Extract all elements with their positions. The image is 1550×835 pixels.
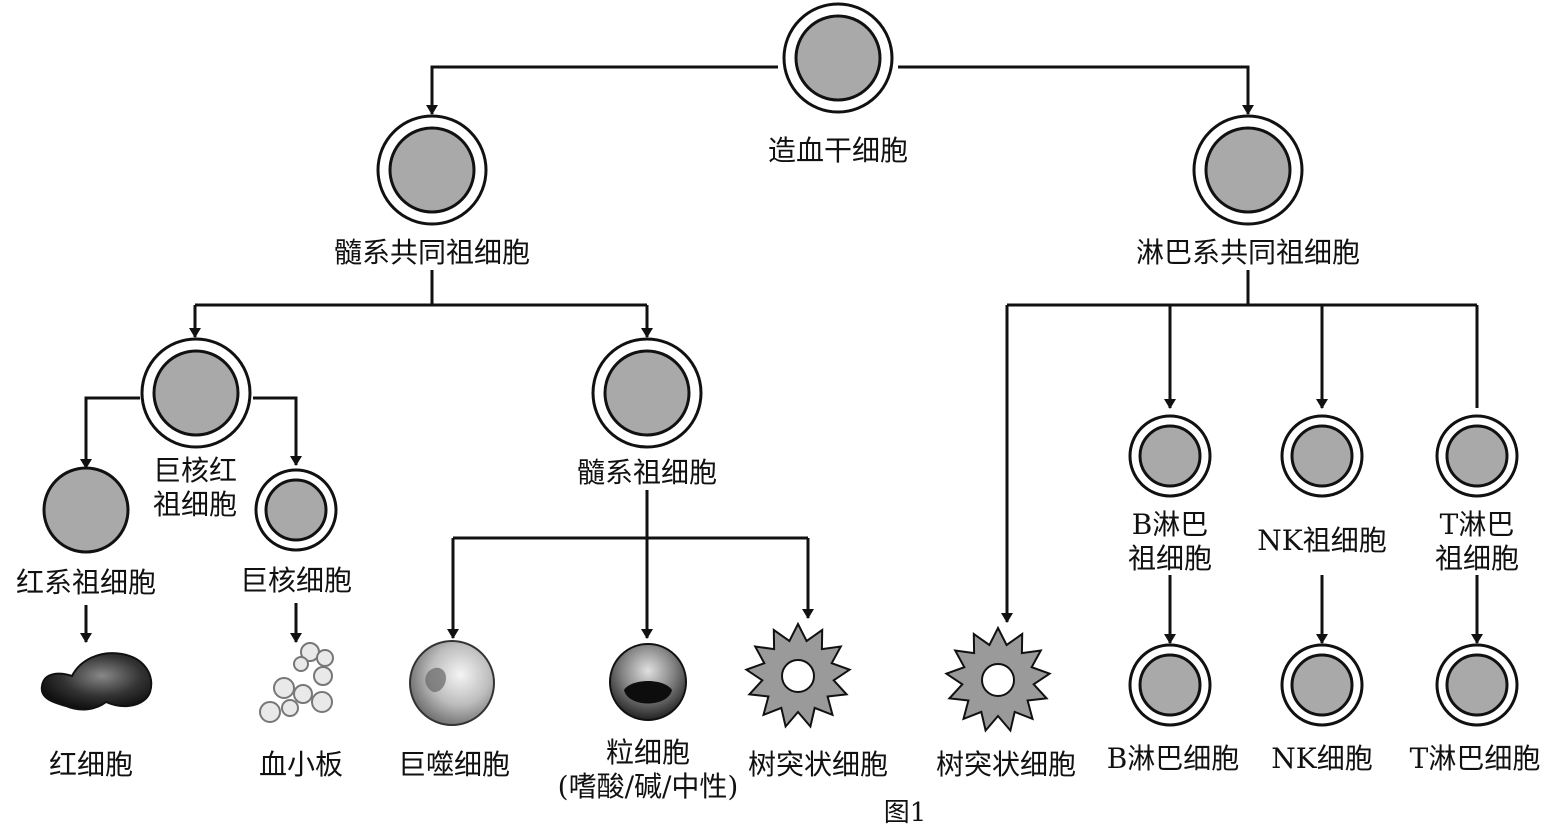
label-mep: 巨核红 祖细胞 xyxy=(152,454,237,521)
label-red-blood-cell: 红细胞 xyxy=(48,748,133,781)
label-nk-progenitor: NK祖细胞 xyxy=(1257,524,1387,557)
label-b-cell: B淋巴细胞 xyxy=(1106,742,1240,775)
granulocyte-image xyxy=(609,643,687,721)
arrow-hsc-to-myeloid xyxy=(426,65,778,115)
arrow-to-mep xyxy=(195,303,647,337)
dendritic-cell-myeloid-image xyxy=(744,621,852,729)
label-macrophage: 巨噬细胞 xyxy=(397,748,510,781)
arrow-to-erythroid-progenitor xyxy=(80,396,140,469)
label-myeloid-progenitor: 髓系祖细胞 xyxy=(576,456,717,489)
nk-progenitor-cell xyxy=(1280,414,1364,498)
arrow-hsc-to-lymphoid xyxy=(898,65,1254,115)
t-cell xyxy=(1435,643,1519,727)
figure-caption: 图1 xyxy=(883,798,927,828)
lymphoid-common-cell xyxy=(1192,114,1304,226)
label-t-progenitor: T淋巴 祖细胞 xyxy=(1434,508,1519,575)
connector-lines xyxy=(80,65,1483,643)
label-t-cell: T淋巴细胞 xyxy=(1409,742,1541,775)
nk-cell xyxy=(1280,643,1364,727)
myeloid-common-cell xyxy=(376,114,488,226)
arrow-to-megakaryocyte xyxy=(253,396,302,466)
label-dendritic-myeloid: 树突状细胞 xyxy=(747,748,888,781)
label-nk-cell: NK细胞 xyxy=(1271,742,1373,775)
myeloid-progenitor-cell xyxy=(591,337,703,449)
arrow-to-macrophage xyxy=(453,536,808,638)
label-megakaryocyte: 巨核细胞 xyxy=(239,564,352,597)
label-erythroid-progenitor: 红系祖细胞 xyxy=(15,566,156,599)
red-blood-cell-image xyxy=(40,652,153,711)
hsc-cell xyxy=(782,2,894,114)
megakaryocyte-cell xyxy=(254,468,338,552)
label-hsc: 造血干细胞 xyxy=(767,134,908,167)
platelet-image xyxy=(259,642,334,723)
label-dendritic-lymphoid: 树突状细胞 xyxy=(935,748,1076,781)
label-b-progenitor: B淋巴 祖细胞 xyxy=(1127,508,1212,575)
b-cell xyxy=(1128,643,1212,727)
label-lymphoid-common: 淋巴系共同祖细胞 xyxy=(1135,236,1360,269)
b-progenitor-cell xyxy=(1128,414,1212,498)
label-myeloid-common: 髓系共同祖细胞 xyxy=(333,236,530,269)
t-progenitor-cell xyxy=(1435,414,1519,498)
erythroid-progenitor-cell xyxy=(42,466,130,554)
label-platelet: 血小板 xyxy=(258,748,343,781)
label-granulocyte: 粒细胞 (嗜酸/碱/中性) xyxy=(557,736,739,803)
mep-cell xyxy=(140,337,252,449)
dendritic-cell-lymphoid-image xyxy=(944,625,1052,733)
macrophage-image xyxy=(409,640,495,726)
